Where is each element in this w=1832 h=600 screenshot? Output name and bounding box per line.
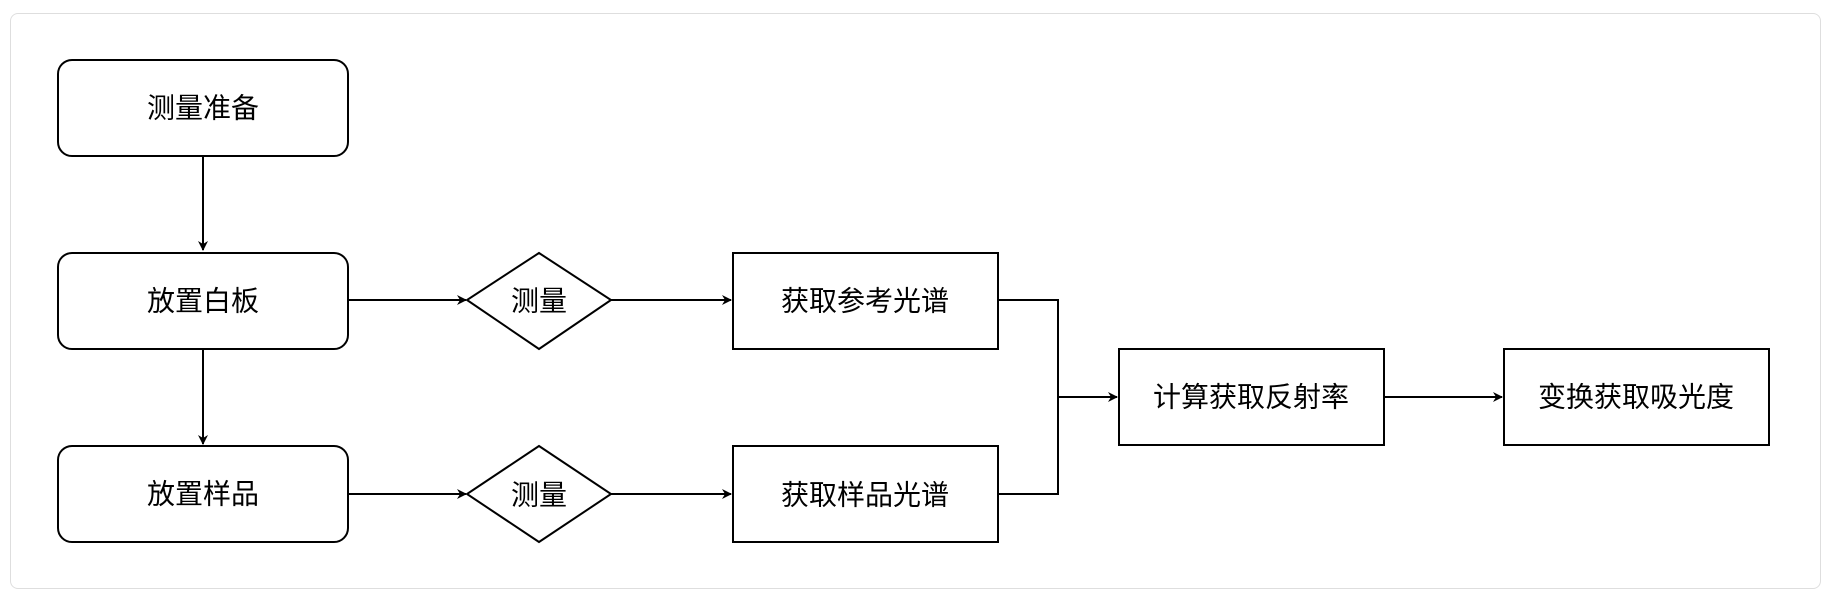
node-reflectance-label: 计算获取反射率 [1153, 381, 1349, 414]
node-ref-spectrum-label: 获取参考光谱 [781, 285, 949, 318]
node-sample-spectrum: 获取样品光谱 [732, 445, 999, 543]
edges [198, 155, 1503, 499]
edge-ref-spectrum-to-reflectance [998, 299, 1118, 402]
node-white-label: 放置白板 [147, 285, 259, 318]
node-prep: 测量准备 [57, 59, 349, 157]
node-absorbance: 变换获取吸光度 [1503, 348, 1770, 446]
node-white: 放置白板 [57, 252, 349, 350]
node-reflectance: 计算获取反射率 [1118, 348, 1385, 446]
node-measure1: 测量 [465, 251, 613, 351]
node-ref-spectrum: 获取参考光谱 [732, 252, 999, 350]
node-sample-spectrum-label: 获取样品光谱 [781, 479, 949, 512]
node-sample-label: 放置样品 [147, 478, 259, 511]
node-prep-label: 测量准备 [147, 92, 259, 125]
node-sample: 放置样品 [57, 445, 349, 543]
node-measure1-label: 测量 [511, 285, 567, 318]
edge-sample-spectrum-to-reflectance [998, 397, 1059, 495]
node-absorbance-label: 变换获取吸光度 [1538, 381, 1734, 414]
node-measure2-label: 测量 [511, 479, 567, 512]
node-measure2: 测量 [465, 444, 613, 544]
